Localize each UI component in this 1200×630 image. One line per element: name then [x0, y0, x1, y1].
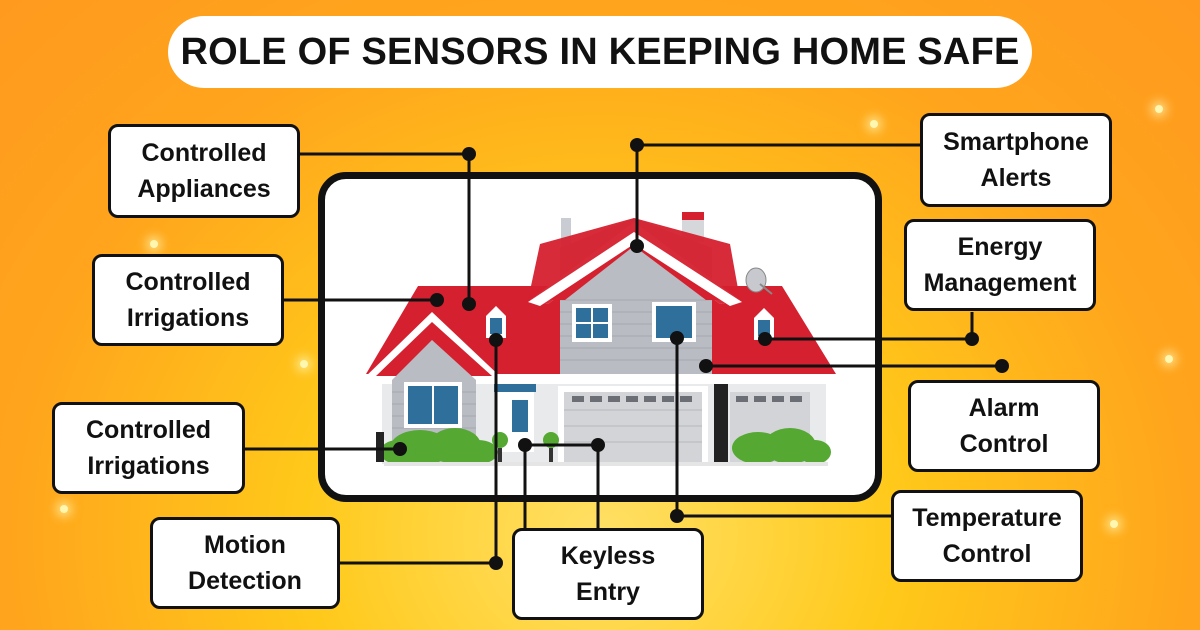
- sparkle-dot: [1165, 355, 1173, 363]
- connector-keyless-entry: [523, 443, 600, 529]
- sparkle-dot: [870, 120, 878, 128]
- connector-controlled-appliances: [298, 152, 471, 304]
- sparkle-dot: [1110, 520, 1118, 528]
- sparkle-dot: [1155, 105, 1163, 113]
- sparkle-dot: [300, 360, 308, 368]
- label-motion-detection: Motion Detection: [150, 517, 340, 609]
- label-smartphone-alerts: Smartphone Alerts: [920, 113, 1112, 207]
- label-controlled-irrigations-upper: Controlled Irrigations: [92, 254, 284, 346]
- sparkle-dot: [60, 505, 68, 513]
- page-title: ROLE OF SENSORS IN KEEPING HOME SAFE: [168, 16, 1032, 88]
- label-controlled-irrigations-lower: Controlled Irrigations: [52, 402, 245, 494]
- label-temperature-control: Temperature Control: [891, 490, 1083, 582]
- label-alarm-control: Alarm Control: [908, 380, 1100, 472]
- label-controlled-appliances: Controlled Appliances: [108, 124, 300, 218]
- connector-dots: [393, 138, 1009, 570]
- label-keyless-entry: Keyless Entry: [512, 528, 704, 620]
- sparkle-dot: [150, 240, 158, 248]
- label-energy-management: Energy Management: [904, 219, 1096, 311]
